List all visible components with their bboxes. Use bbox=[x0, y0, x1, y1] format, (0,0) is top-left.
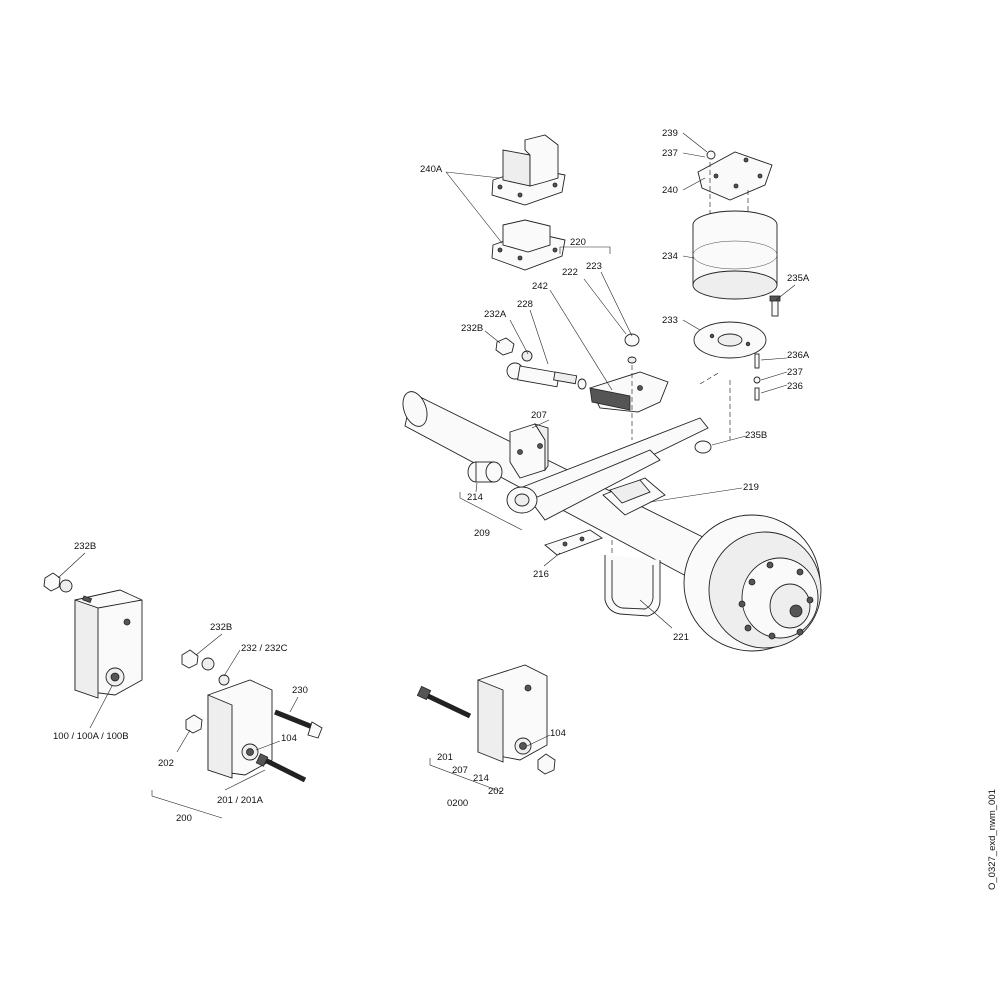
callout-labels: 239 237 240 240A 220 222 223 234 235A 24… bbox=[53, 128, 998, 890]
label-235a: 235A bbox=[787, 273, 810, 284]
bolt-201-mid bbox=[255, 753, 307, 783]
label-236a: 236A bbox=[787, 350, 810, 361]
bushing-214 bbox=[467, 461, 503, 483]
label-201-201a: 201 / 201A bbox=[217, 795, 264, 806]
mount-bracket-240a-lower bbox=[491, 219, 566, 271]
label-202-right: 202 bbox=[488, 786, 504, 797]
label-232-232c: 232 / 232C bbox=[241, 643, 288, 654]
axle-seat-219 bbox=[602, 477, 666, 516]
label-235b: 235B bbox=[745, 430, 767, 441]
label-230: 230 bbox=[292, 685, 308, 696]
piston-plate-233 bbox=[693, 321, 767, 359]
label-236: 236 bbox=[787, 381, 803, 392]
hanger-bracket-200 bbox=[207, 679, 273, 779]
spacer-plate-216 bbox=[544, 529, 603, 556]
air-spring-bellows-234 bbox=[692, 210, 778, 300]
bolt-230 bbox=[274, 709, 323, 739]
label-232a: 232A bbox=[484, 309, 507, 320]
nut-202-right bbox=[537, 753, 556, 775]
label-222: 222 bbox=[562, 267, 578, 278]
nut-202-mid bbox=[185, 714, 203, 734]
label-207-bottom: 207 bbox=[452, 765, 468, 776]
label-214-top: 214 bbox=[467, 492, 483, 503]
bolt-201-right bbox=[416, 685, 472, 719]
leader-lines bbox=[57, 132, 796, 819]
beam-bracket-242 bbox=[589, 333, 669, 440]
label-232b-left: 232B bbox=[74, 541, 96, 552]
label-242: 242 bbox=[532, 281, 548, 292]
fasteners-236 bbox=[753, 353, 761, 401]
label-221: 221 bbox=[673, 632, 689, 643]
nut-232b-top bbox=[495, 337, 533, 362]
label-237-top: 237 bbox=[662, 148, 678, 159]
bolt-235a bbox=[769, 295, 781, 317]
label-201: 201 bbox=[437, 752, 453, 763]
shock-absorber-228 bbox=[506, 362, 587, 390]
label-240: 240 bbox=[662, 185, 678, 196]
label-233: 233 bbox=[662, 315, 678, 326]
label-100-100a-100b: 100 / 100A / 100B bbox=[53, 731, 129, 742]
label-232b-top: 232B bbox=[461, 323, 483, 334]
label-234: 234 bbox=[662, 251, 678, 262]
label-209: 209 bbox=[474, 528, 490, 539]
trailing-arm-leaf bbox=[506, 417, 709, 521]
mount-bracket-240a-upper bbox=[491, 134, 566, 206]
nut-235b bbox=[694, 440, 712, 454]
label-207-top: 207 bbox=[531, 410, 547, 421]
nut-232b-left bbox=[43, 572, 93, 604]
hanger-bracket-207 bbox=[509, 423, 549, 479]
brake-drum-hub bbox=[683, 514, 822, 652]
hanger-bracket-0200 bbox=[477, 664, 548, 763]
label-216: 216 bbox=[533, 569, 549, 580]
label-223: 223 bbox=[586, 261, 602, 272]
label-104-right: 104 bbox=[550, 728, 566, 739]
label-237-mid: 237 bbox=[787, 367, 803, 378]
label-239: 239 bbox=[662, 128, 678, 139]
drawing-id: O_0327_exd_nwm_001 bbox=[987, 789, 998, 890]
label-0200: 0200 bbox=[447, 798, 468, 809]
u-bolt-221 bbox=[604, 540, 661, 617]
label-214-bottom: 214 bbox=[473, 773, 489, 784]
hanger-bracket-100 bbox=[74, 589, 143, 699]
label-200: 200 bbox=[176, 813, 192, 824]
label-104-mid: 104 bbox=[281, 733, 297, 744]
label-202-mid: 202 bbox=[158, 758, 174, 769]
label-219: 219 bbox=[743, 482, 759, 493]
top-plate-240 bbox=[697, 151, 773, 220]
label-220: 220 bbox=[570, 237, 586, 248]
nut-232b-mid bbox=[181, 649, 230, 686]
label-232b-mid: 232B bbox=[210, 622, 232, 633]
label-240a: 240A bbox=[420, 164, 443, 175]
bolt-239 bbox=[706, 150, 716, 160]
label-228: 228 bbox=[517, 299, 533, 310]
